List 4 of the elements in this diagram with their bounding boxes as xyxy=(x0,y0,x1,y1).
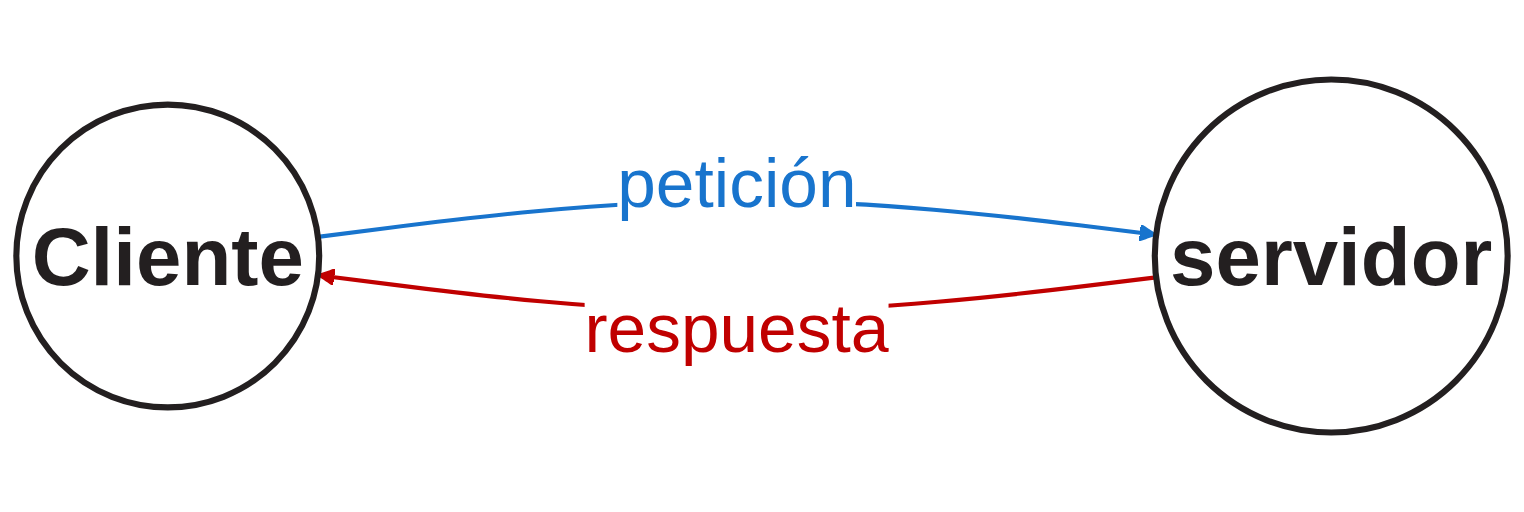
node-circle: Cliente xyxy=(13,101,323,411)
edge-label: petición xyxy=(617,143,857,222)
edge-label: respuesta xyxy=(584,288,890,367)
node-circle: servidor xyxy=(1151,76,1511,436)
